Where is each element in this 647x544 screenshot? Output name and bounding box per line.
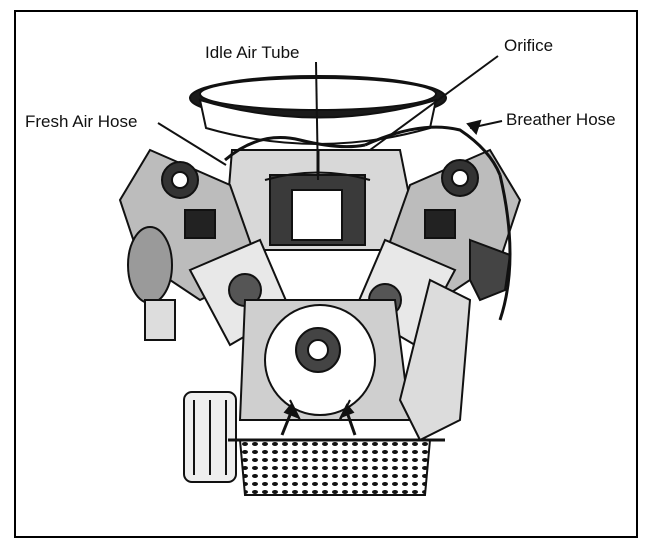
airflow-arrows <box>280 403 357 436</box>
oil-filter <box>183 391 237 483</box>
crankcase <box>238 299 412 421</box>
fresh-air-hose-label: Fresh Air Hose <box>25 112 138 131</box>
fresh-air-hose-leader <box>157 122 227 166</box>
oil-pan <box>228 438 445 496</box>
orifice-leader <box>369 55 499 151</box>
idle-air-tube-label: Idle Air Tube <box>205 43 300 62</box>
breather-hose-label: Breather Hose <box>506 110 616 129</box>
breather-hose-arrowhead <box>466 119 482 135</box>
orifice-label: Orifice <box>504 36 554 55</box>
alternator <box>127 226 176 341</box>
leader-lines <box>157 55 503 181</box>
exhaust-manifold-right <box>398 238 512 442</box>
intake-manifold <box>226 149 412 251</box>
air-cleaner <box>189 75 447 145</box>
idle-air-tube-leader <box>315 61 319 181</box>
